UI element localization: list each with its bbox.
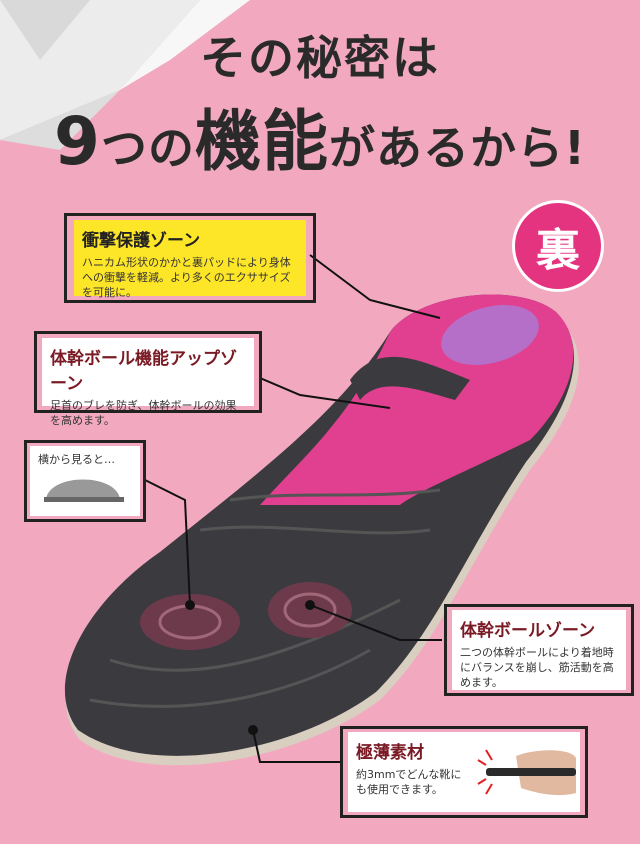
headline-number: 9: [54, 103, 101, 180]
callout-frame: [34, 331, 262, 413]
headline-text: 機能: [194, 103, 329, 180]
pinch-thin-insole-image: [477, 749, 576, 796]
headline-text: つの: [100, 121, 195, 175]
callout-frame: [24, 440, 146, 522]
callout-text: 約3mmでどんな靴にも使用できます。: [356, 768, 462, 796]
headline-line2: 9つの機能があるから!: [0, 88, 640, 184]
callout-shock-protection: 衝撃保護ゾーン ハニカム形状のかかと裏パッドにより身体への衝撃を軽減。より多くの…: [74, 220, 306, 299]
headline-text: があるから!: [328, 121, 586, 175]
insole-image: [64, 294, 579, 766]
callout-core-ball-zone: 体幹ボールゾーン 二つの体幹ボールにより着地時にバランスを崩し、筋活動を高めます…: [452, 610, 626, 690]
callout-title: 極薄素材: [356, 743, 424, 763]
callout-text: 横から見ると…: [38, 453, 115, 466]
callout-text: 足首のブレを防ぎ、体幹ボールの効果を高めます。: [50, 399, 237, 427]
callout-title: 衝撃保護ゾーン: [82, 231, 201, 251]
callout-text: 二つの体幹ボールにより着地時にバランスを崩し、筋活動を高めます。: [460, 646, 614, 689]
callout-side-view: 横から見ると…: [30, 446, 140, 516]
callout-ultra-thin: 極薄素材 約3mmでどんな靴にも使用できます。: [348, 732, 580, 812]
callout-frame: [64, 213, 316, 303]
callout-frame: [340, 726, 588, 818]
callout-title: 体幹ボール機能アップゾーン: [50, 349, 237, 394]
callout-frame: [444, 604, 634, 696]
callout-text: ハニカム形状のかかと裏パッドにより身体への衝撃を軽減。より多くのエクササイズを可…: [82, 256, 291, 299]
callout-title: 体幹ボールゾーン: [460, 621, 596, 641]
back-side-badge: 裏: [512, 200, 604, 292]
dome-side-view-image: [44, 479, 124, 502]
callout-core-ball-boost: 体幹ボール機能アップゾーン 足首のブレを防ぎ、体幹ボールの効果を高めます。: [42, 338, 254, 427]
headline-line1: その秘密は: [200, 31, 440, 85]
